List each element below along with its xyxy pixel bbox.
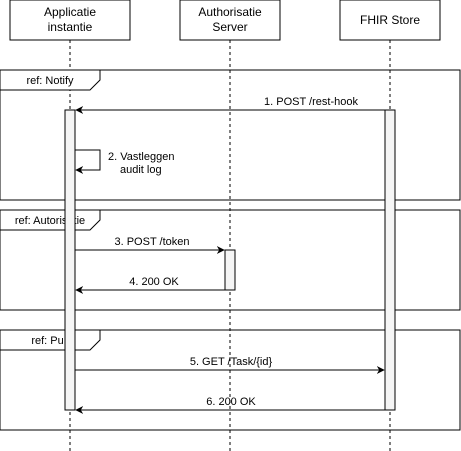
fragment-notify: ref: Notify bbox=[0, 69, 461, 201]
fragment-pull-label: ref: Pull bbox=[31, 335, 68, 347]
activation-applicatie bbox=[64, 109, 76, 411]
participant-applicatie-line1: Applicatie bbox=[44, 5, 96, 19]
activation-authorisatie bbox=[224, 249, 236, 291]
message-5-label: 5. GET /Task/{id} bbox=[190, 356, 273, 368]
fragment-notify-label: ref: Notify bbox=[26, 75, 74, 87]
message-1-label: 1. POST /rest-hook bbox=[264, 96, 358, 108]
participant-authorisatie-line1: Authorisatie bbox=[198, 5, 262, 19]
participant-applicatie-line2: instantie bbox=[48, 20, 93, 34]
message-4-label: 4. 200 OK bbox=[129, 276, 179, 288]
message-2-label: 2. Vastleggen bbox=[108, 151, 174, 163]
participant-authorisatie-line2: Server bbox=[212, 20, 247, 34]
message-3-label: 3. POST /token bbox=[114, 236, 189, 248]
participant-fhir-store-label: FHIR Store bbox=[360, 13, 420, 27]
message-2-arrow bbox=[75, 149, 101, 174]
participant-fhir-store: FHIR Store bbox=[339, 0, 441, 41]
message-6-label: 6. 200 OK bbox=[206, 396, 256, 408]
message-2-label-line2: audit log bbox=[120, 164, 162, 176]
participant-authorisatie: Authorisatie Server bbox=[179, 0, 281, 41]
activation-fhir-store bbox=[384, 109, 396, 411]
participant-applicatie: Applicatie instantie bbox=[9, 0, 131, 41]
